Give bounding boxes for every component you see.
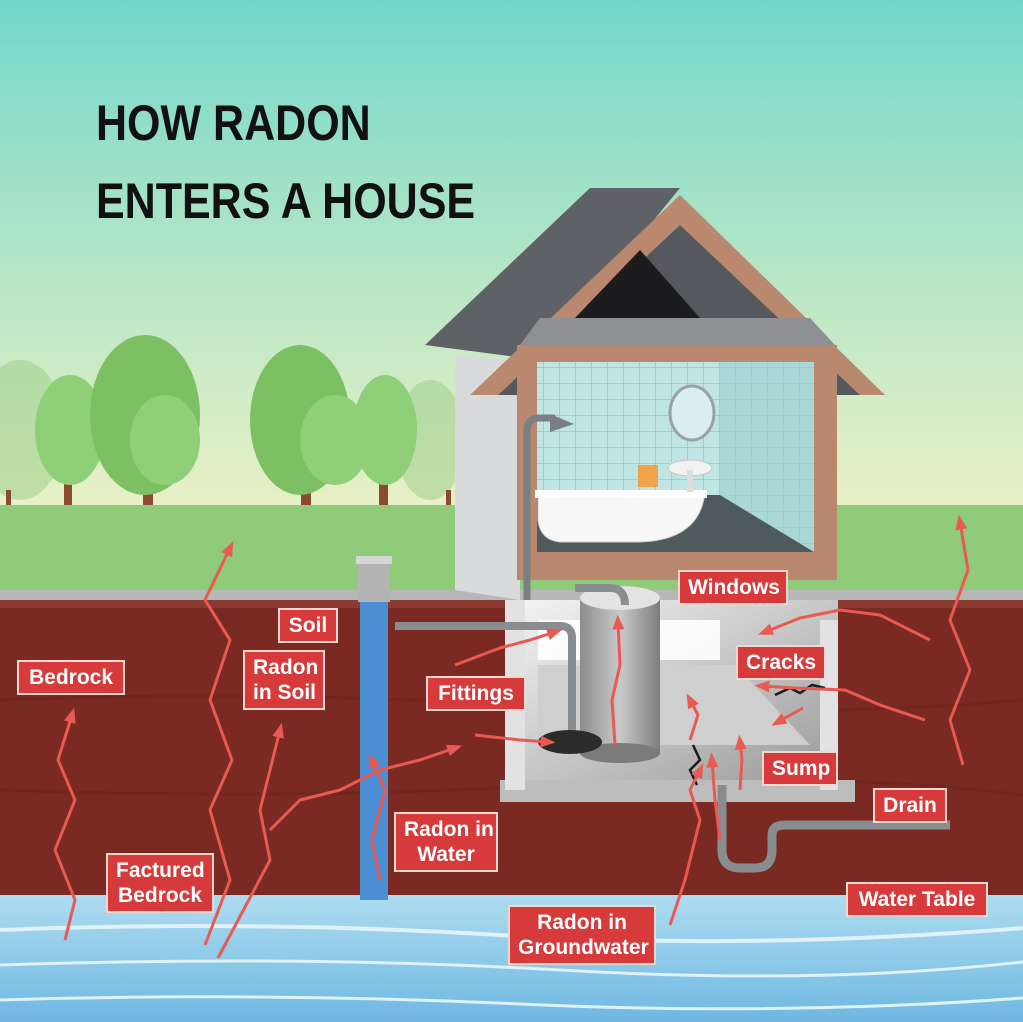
label-text-line-1: Radon in bbox=[404, 818, 494, 841]
label-text: Soil bbox=[288, 614, 328, 637]
mirror-icon bbox=[668, 384, 716, 442]
label-text: Windows bbox=[688, 576, 780, 599]
label-text: Cracks bbox=[746, 651, 817, 674]
label-text: Water Table bbox=[858, 888, 976, 911]
label-water-table: Water Table bbox=[846, 882, 988, 917]
label-text-line-2: Water bbox=[417, 843, 475, 866]
label-text-line-1: Radon bbox=[253, 656, 319, 679]
label-radon-in-soil: Radon in Soil bbox=[243, 650, 325, 710]
label-text: Sump bbox=[772, 757, 831, 780]
label-text-line-1: Radon in bbox=[537, 911, 627, 934]
label-text: Drain bbox=[883, 794, 937, 817]
tree-icon bbox=[35, 335, 200, 545]
page-title-line-2: ENTERS A HOUSE bbox=[96, 173, 476, 229]
label-text-line-1: Factured bbox=[116, 859, 205, 882]
label-radon-in-groundwater: Radon in Groundwater bbox=[508, 905, 656, 965]
shower-head-icon bbox=[523, 414, 574, 600]
bathtub-icon bbox=[535, 490, 707, 543]
label-bedrock: Bedrock bbox=[17, 660, 125, 695]
label-text: Fittings bbox=[438, 682, 514, 705]
label-cracks: Cracks bbox=[736, 645, 826, 680]
label-drain: Drain bbox=[873, 788, 947, 823]
label-radon-in-water: Radon in Water bbox=[394, 812, 498, 872]
well-pipe-icon bbox=[356, 556, 392, 900]
drain-trap-icon bbox=[717, 785, 950, 873]
label-fittings: Fittings bbox=[426, 676, 526, 711]
label-soil: Soil bbox=[278, 608, 338, 643]
label-text-line-2: Groundwater bbox=[518, 936, 649, 959]
radon-arrows bbox=[53, 514, 972, 959]
label-sump: Sump bbox=[762, 751, 838, 786]
label-text: Bedrock bbox=[28, 666, 114, 689]
label-text-line-2: Bedrock bbox=[117, 884, 203, 907]
pipe-icon bbox=[395, 584, 629, 745]
label-factured-bedrock: Factured Bedrock bbox=[106, 853, 214, 913]
label-windows: Windows bbox=[678, 570, 788, 605]
sink-icon bbox=[667, 459, 713, 492]
label-text-line-2: in Soil bbox=[253, 681, 316, 704]
page-title-line-1: HOW RADON bbox=[96, 95, 371, 151]
